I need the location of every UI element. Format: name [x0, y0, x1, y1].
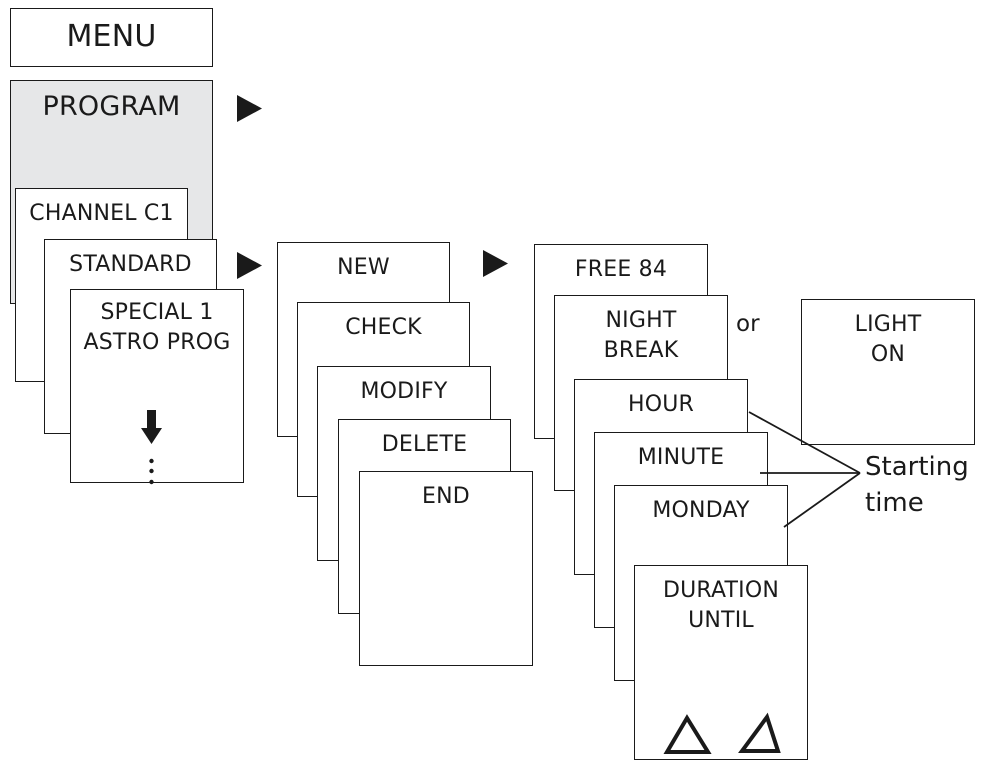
- menu-box[interactable]: MENU: [10, 8, 213, 67]
- hour-label: HOUR: [627, 392, 695, 417]
- end-label: END: [422, 484, 470, 509]
- annotation-connector-lines: [748, 411, 861, 528]
- night-label-line1: NIGHT: [605, 308, 677, 333]
- triangle-up-icon[interactable]: [663, 714, 712, 754]
- light-label-line2: ON: [870, 342, 906, 367]
- duration-label-line2: UNTIL: [688, 608, 754, 633]
- duration-box[interactable]: DURATION UNTIL: [634, 565, 808, 760]
- check-label: CHECK: [345, 315, 422, 340]
- delete-label: DELETE: [381, 432, 468, 457]
- light-on-box[interactable]: LIGHT ON: [801, 299, 975, 445]
- channel-label: CHANNEL C1: [29, 201, 174, 226]
- duration-label-line1: DURATION: [662, 578, 780, 603]
- modify-label: MODIFY: [360, 379, 448, 404]
- minute-label: MINUTE: [637, 445, 725, 470]
- or-label: or: [736, 311, 760, 337]
- triangle-up-icon[interactable]: [738, 712, 781, 753]
- special-label-line2: ASTRO PROG: [83, 330, 231, 355]
- arrow-right-icon[interactable]: [483, 250, 508, 277]
- starting-time-label-line2: time: [865, 488, 924, 518]
- end-box[interactable]: END: [359, 471, 533, 666]
- light-label-line1: LIGHT: [854, 312, 922, 337]
- special-box[interactable]: SPECIAL 1 ASTRO PROG: [70, 289, 244, 483]
- night-label-line2: BREAK: [603, 338, 679, 363]
- arrow-down-icon: [141, 410, 162, 444]
- arrow-right-icon[interactable]: [237, 95, 262, 122]
- new-label: NEW: [337, 255, 390, 280]
- standard-label: STANDARD: [69, 252, 192, 277]
- starting-time-label-line1: Starting: [865, 452, 969, 482]
- menu-title: MENU: [66, 19, 157, 54]
- free-label: FREE 84: [574, 257, 668, 282]
- monday-label: MONDAY: [652, 498, 750, 523]
- arrow-right-icon[interactable]: [237, 252, 262, 279]
- program-label: PROGRAM: [42, 91, 181, 122]
- special-label-line1: SPECIAL 1: [100, 300, 214, 325]
- ellipsis-vertical-icon: [149, 458, 154, 485]
